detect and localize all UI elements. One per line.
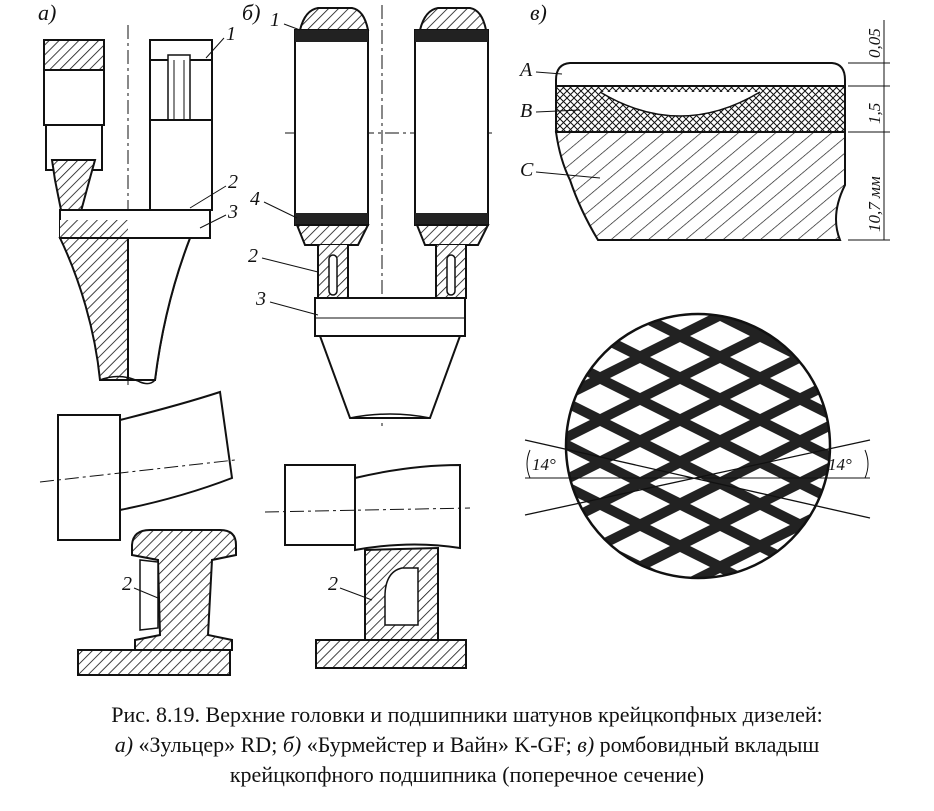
figure: а) 1 2 3 б) (38, 0, 890, 676)
panel-c-lattice: 14° 14° (524, 312, 871, 580)
callout-b-1: 1 (270, 9, 280, 31)
caption-b-tag: б) (282, 732, 302, 757)
callout-layer-a: A (518, 59, 533, 81)
caption-b-text: «Бурмейстер и Вайн» K-GF; (301, 732, 578, 757)
callout-b-2-lower: 2 (328, 573, 338, 595)
lattice-circle (564, 312, 832, 580)
caption-line-3: крейцкопфного подшипника (поперечное сеч… (229, 762, 705, 787)
angle-left: 14° (532, 455, 556, 474)
caption-a-tag: а) (114, 732, 134, 757)
panel-a-bearing: 2 (39, 390, 237, 676)
panel-a-crosshead: а) 1 2 3 (38, 0, 238, 385)
diagram-svg: а) 1 2 3 б) (38, 0, 890, 676)
angle-right: 14° (828, 455, 852, 474)
caption-c-text: ромбовидный вкладыш (594, 732, 820, 757)
callout-layer-c: C (520, 159, 534, 181)
callout-b-3: 3 (255, 288, 266, 310)
caption-line-1: Рис. 8.19. Верхние головки и подшипники … (111, 702, 823, 727)
dim-1-5: 1,5 (865, 103, 884, 124)
callout-b-2: 2 (248, 245, 258, 267)
panel-c-layers: в) 0,05 1,5 10,7 мм A B C (518, 0, 890, 241)
caption-c-tag: в) (577, 732, 595, 757)
callout-a-3: 3 (227, 201, 238, 223)
figure-caption: Рис. 8.19. Верхние головки и подшипники … (0, 700, 934, 790)
panel-c-label: в) (530, 0, 547, 25)
panel-b-bearing: 2 (264, 463, 471, 669)
callout-a-2-lower: 2 (122, 573, 132, 595)
panel-a-label: а) (38, 0, 56, 25)
callout-b-4: 4 (250, 188, 260, 210)
callout-a-1: 1 (226, 23, 236, 45)
callout-layer-b: B (520, 100, 532, 122)
panel-b-label: б) (242, 0, 260, 25)
dim-10-7: 10,7 мм (865, 176, 884, 232)
callout-a-2: 2 (228, 171, 238, 193)
dim-0-05: 0,05 (865, 28, 884, 58)
caption-line-2: а) «Зульцер» RD; б) «Бурмейстер и Вайн» … (0, 730, 934, 760)
caption-a-text: «Зульцер» RD; (133, 732, 283, 757)
panel-b-crosshead: б) 1 4 2 3 (242, 0, 492, 430)
